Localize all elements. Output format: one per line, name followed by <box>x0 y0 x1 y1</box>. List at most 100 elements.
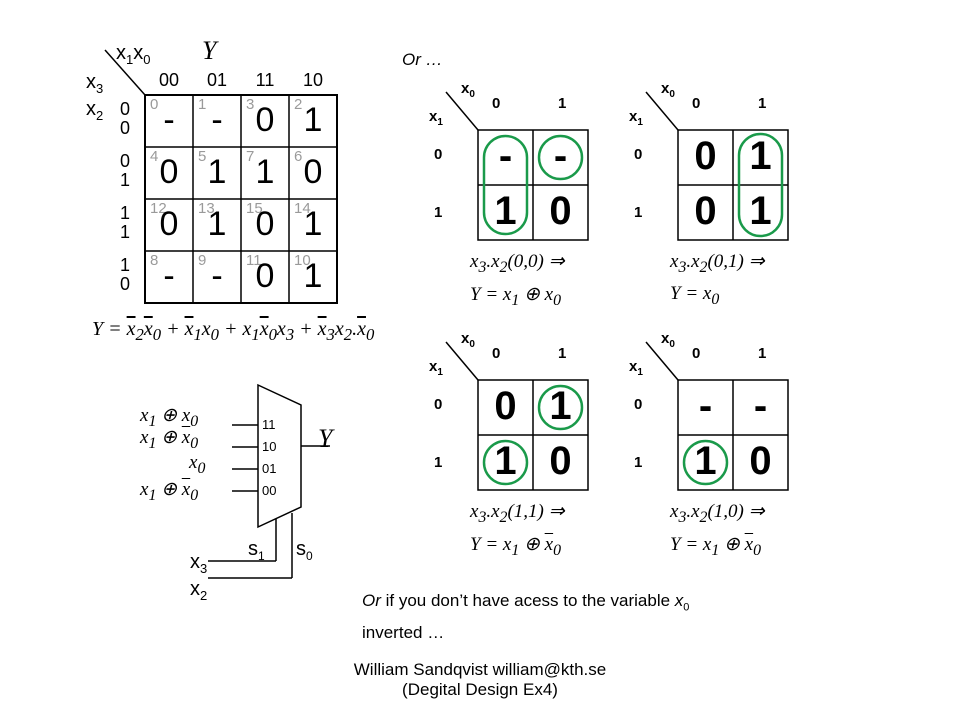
small-kmap-cell: 0 <box>478 380 533 435</box>
grouping-loop <box>737 132 784 238</box>
small-kmap-condition: x3.x2(1,1) ⇒ <box>470 501 565 526</box>
kmap-cell-value: 1 <box>207 205 227 243</box>
mux-select-s1: s1 <box>248 538 265 563</box>
small-kmap-left-var: x1 <box>629 108 643 128</box>
kmap-cell-index: 9 <box>198 252 207 269</box>
small-kmap-top-var: x0 <box>461 330 475 350</box>
small-kmap-left-var: x1 <box>429 108 443 128</box>
mux-select-s0: s0 <box>296 538 313 563</box>
small-kmap-row-label: 1 <box>434 454 443 471</box>
small-kmap-row-label: 1 <box>634 454 643 471</box>
kmap-cell-value: 1 <box>303 101 323 139</box>
footer-course: (Degital Design Ex4) <box>402 680 558 699</box>
small-kmap-cell-value: 0 <box>749 439 772 483</box>
kmap-cell-index: 5 <box>198 148 207 165</box>
small-kmap-col-label: 1 <box>558 95 567 112</box>
kmap-cell-index: 2 <box>294 96 303 113</box>
kmap-cell-index: 12 <box>150 200 167 217</box>
kmap-cell: 8- <box>145 251 193 303</box>
kmap-cell-value: 1 <box>303 257 323 295</box>
small-kmap-cell-value: 1 <box>694 439 717 483</box>
small-kmap-result: Y = x1 ⊕ x0 <box>670 534 762 559</box>
small-kmap-condition: x3.x2(0,0) ⇒ <box>470 251 565 276</box>
mux-input-3: x1 ⊕ x0 <box>140 479 199 504</box>
kmap-cell-index: 6 <box>294 148 303 165</box>
small-kmap-col-label: 0 <box>492 345 501 362</box>
small-kmap-col-label: 1 <box>758 95 767 112</box>
small-kmap-condition: x3.x2(1,0) ⇒ <box>670 501 765 526</box>
kmap-cell-value: 0 <box>303 153 323 191</box>
small-kmap-cell: - <box>678 380 733 435</box>
kmap-col-label: 00 <box>158 70 180 90</box>
kmap-cell-index: 4 <box>150 148 159 165</box>
small-kmap-cell: 0 <box>733 435 788 490</box>
small-kmap-result: Y = x1 ⊕ x0 <box>470 284 562 309</box>
kmap-cell-value: 0 <box>255 257 275 295</box>
kmap-cell-value: - <box>163 257 175 295</box>
kmap-cell-value: - <box>211 257 223 295</box>
kmap-cell-value: 0 <box>159 205 179 243</box>
small-kmap-cell: 0 <box>533 185 588 240</box>
kmap-cell: 1- <box>193 95 241 147</box>
kmap-cell-index: 11 <box>246 252 262 269</box>
grouping-loop <box>682 439 729 486</box>
small-kmap-row-label: 1 <box>634 204 643 221</box>
small-kmap-cell: 0 <box>678 130 733 185</box>
small-kmap-col-label: 1 <box>558 345 567 362</box>
kmap-cell-index: 3 <box>246 96 255 113</box>
small-kmap-col-label: 0 <box>692 95 701 112</box>
mux-input-0: x1 ⊕ x0 <box>140 405 199 430</box>
kmap-cell-value: 1 <box>303 205 323 243</box>
kmap-cell-index: 15 <box>246 200 263 217</box>
kmap-cell-value: 0 <box>159 153 179 191</box>
small-kmap-cell-value: - <box>753 384 768 428</box>
kmap-cell: 0- <box>145 95 193 147</box>
mux-output-label: Y <box>318 424 333 453</box>
kmap-cell-index: 13 <box>198 200 215 217</box>
small-kmap-row-label: 0 <box>634 146 643 163</box>
small-kmap-col-label: 1 <box>758 345 767 362</box>
small-kmap-cell: 1 <box>478 435 533 490</box>
small-kmap-cell: 0 <box>678 185 733 240</box>
small-kmap-row-label: 0 <box>434 396 443 413</box>
mux-input-1: x1 ⊕ x0 <box>140 427 199 452</box>
kmap-cell-value: - <box>211 101 223 139</box>
kmap-cell-index: 10 <box>294 252 311 269</box>
grouping-loop <box>482 134 529 236</box>
kmap-col-label: 01 <box>206 70 228 90</box>
small-kmap-cell: 1 <box>533 380 588 435</box>
kmap-cell: 9- <box>193 251 241 303</box>
grouping-loop <box>537 384 584 431</box>
small-kmap-cell: 1 <box>478 185 533 240</box>
small-kmap-condition: x3.x2(0,1) ⇒ <box>670 251 765 276</box>
small-kmap-top-var: x0 <box>661 330 675 350</box>
mux-input-2: x0 <box>189 452 206 477</box>
small-kmap-row-label: 0 <box>634 396 643 413</box>
small-kmap-cell-value: 0 <box>549 439 572 483</box>
small-kmap-cell-value: - <box>553 134 568 178</box>
kmap-cell-value: 1 <box>255 153 275 191</box>
footer-author: William Sandqvist william@kth.se <box>353 660 607 679</box>
kmap-cell-index: 0 <box>150 96 159 113</box>
small-kmap-cell: - <box>478 130 533 185</box>
small-kmap-cell-value: 1 <box>549 384 572 428</box>
small-kmap-cell: 1 <box>733 185 788 240</box>
or-label: Or … <box>402 50 443 69</box>
mux-input-label: 11 <box>262 417 276 432</box>
small-kmap-cell-value: - <box>498 134 513 178</box>
small-kmap-cell-value: 1 <box>494 439 517 483</box>
grouping-loop <box>482 439 529 486</box>
kmap-cell-value: 1 <box>207 153 227 191</box>
small-kmap-cell-value: 0 <box>694 134 717 178</box>
small-kmap-left-var: x1 <box>629 358 643 378</box>
